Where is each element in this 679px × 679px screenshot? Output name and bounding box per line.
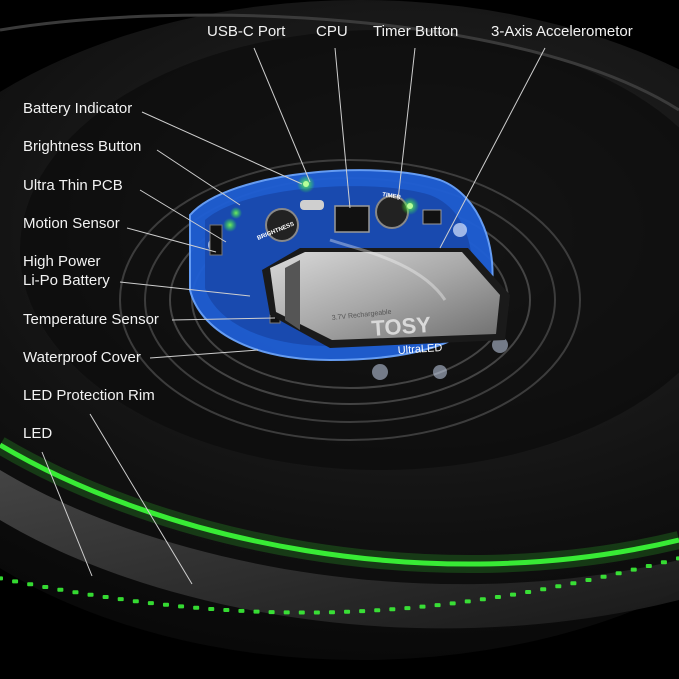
led-dot: [27, 582, 34, 587]
led-dot: [645, 563, 652, 568]
led-dot: [268, 610, 275, 615]
led-dot: [434, 603, 441, 608]
led-dot: [359, 609, 366, 614]
led-dot: [162, 602, 169, 607]
led-protection-rim-shape: [0, 437, 679, 629]
leader-lines: [41, 47, 546, 585]
label-temperature-sensor: Temperature Sensor: [23, 311, 159, 328]
label-timer-button: Timer Button: [373, 23, 459, 40]
led-dot: [12, 579, 19, 584]
led-dot: [419, 604, 426, 609]
led-dot: [540, 587, 547, 592]
led-dot: [313, 610, 320, 615]
led-dot: [525, 589, 532, 594]
led-dot: [494, 595, 501, 600]
led-dot: [344, 609, 351, 614]
led-dot: [404, 606, 411, 611]
leader-ultra-thin-pcb: [139, 189, 227, 243]
led-dot: [449, 601, 456, 606]
label-cpu: CPU: [316, 23, 348, 40]
leader-waterproof-cover: [149, 349, 259, 359]
led-dot: [283, 610, 290, 615]
label-led-protection-rim: LED Protection Rim: [23, 387, 155, 404]
label-battery-line2: Li-Po Battery: [23, 272, 110, 289]
led-dot: [510, 592, 517, 597]
indicator-leds: [223, 175, 419, 232]
board-timer: TIMER: [382, 192, 402, 201]
label-motion-sensor: Motion Sensor: [23, 215, 120, 232]
label-accelerometer: 3-Axis Accelerometor: [491, 23, 633, 40]
label-ultra-thin-pcb: Ultra Thin PCB: [23, 177, 123, 194]
led-dot: [676, 556, 679, 561]
leader-cpu: [334, 47, 351, 209]
led-dot: [178, 604, 185, 609]
led-dot: [479, 597, 486, 602]
led-dot: [238, 608, 245, 613]
leader-timer-button: [397, 47, 416, 201]
battery: [262, 238, 510, 348]
led-dot: [42, 585, 49, 590]
led-dot: [208, 606, 215, 611]
led-dot: [660, 560, 667, 565]
led-dot: [298, 610, 305, 615]
led-dot: [389, 607, 396, 612]
led-dot: [615, 571, 622, 576]
led-dot: [374, 608, 381, 613]
led-dot: [223, 608, 230, 613]
led-dot: [253, 609, 260, 614]
led-dot: [570, 581, 577, 586]
led-dot: [57, 587, 64, 592]
leader-motion-sensor: [126, 227, 217, 253]
led-dot: [555, 584, 562, 589]
board-brand-sub: UltraLED: [397, 342, 442, 357]
label-li-po-battery: High Power Li-Po Battery: [23, 252, 110, 290]
led-dot: [102, 595, 109, 600]
led-dot: [87, 592, 94, 597]
led-dot: [0, 576, 3, 581]
leader-temperature-sensor: [171, 317, 276, 321]
led-dot: [117, 597, 124, 602]
led-dot: [147, 601, 154, 606]
leader-led-protection-rim: [89, 413, 193, 585]
label-battery-indicator: Battery Indicator: [23, 100, 133, 117]
leader-brightness-button: [156, 149, 241, 206]
label-waterproof-cover: Waterproof Cover: [23, 349, 141, 366]
led-dot: [328, 610, 335, 615]
label-usb-c-port: USB-C Port: [207, 23, 286, 40]
leader-accelerometer: [439, 47, 546, 249]
led-dot: [464, 599, 471, 604]
led-dot: [585, 578, 592, 583]
label-battery-line1: High Power: [23, 253, 101, 270]
board-brand: TOSY: [371, 312, 432, 341]
leader-led: [41, 451, 93, 577]
led-dot: [132, 599, 139, 604]
led-strip: [0, 556, 679, 615]
led-dot: [600, 574, 607, 579]
label-brightness-button: Brightness Button: [23, 138, 142, 155]
led-dot: [630, 567, 637, 572]
leader-battery-indicator: [141, 111, 303, 185]
leader-battery: [119, 281, 251, 297]
led-dot: [72, 590, 79, 595]
led-dot: [193, 605, 200, 610]
label-led: LED: [23, 425, 53, 442]
leader-usb-c-port: [253, 47, 311, 183]
